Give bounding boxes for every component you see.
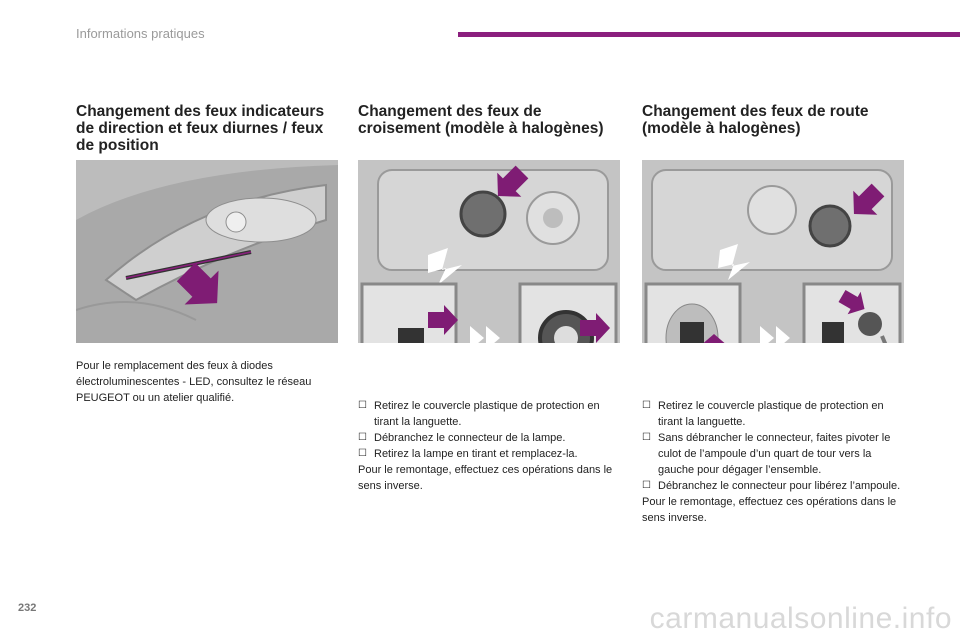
header-accent-bar <box>458 32 960 37</box>
checkbox-bullet-icon: ☐ <box>358 400 367 411</box>
page-header-title: Informations pratiques <box>76 26 205 41</box>
section-title: Changement des feux indicateurs de direc… <box>76 103 325 154</box>
instruction-item: ☐Retirez la lampe en tirant et remplacez… <box>358 448 578 460</box>
section-1-paragraph: Pour le remplacement des feux à diodes é… <box>76 360 312 404</box>
section-turn-signals: Changement des feux indicateurs de direc… <box>76 103 338 154</box>
headlamp-front-icon <box>76 160 338 343</box>
section-low-beam: Changement des feux de croisement (modèl… <box>358 103 620 137</box>
closing-note: Pour le remontage, effectuez ces opérati… <box>358 464 613 492</box>
checkbox-bullet-icon: ☐ <box>642 400 651 411</box>
closing-note: Pour le remontage, effectuez ces opérati… <box>642 496 897 524</box>
lowbeam-bulb-diagram-icon <box>358 160 620 343</box>
section-2-instructions: ☐Retirez le couvercle plastique de prote… <box>358 398 620 494</box>
checkbox-bullet-icon: ☐ <box>642 432 651 443</box>
instruction-item: ☐Retirez le couvercle plastique de prote… <box>642 400 884 428</box>
instruction-item: ☐Débranchez le connecteur de la lampe. <box>358 432 566 444</box>
highbeam-bulb-diagram-icon <box>642 160 904 343</box>
instruction-item: ☐Sans débrancher le connecteur, faites p… <box>642 432 891 476</box>
instruction-item: ☐Débranchez le connecteur pour libérez l… <box>642 480 901 492</box>
section-high-beam: Changement des feux de route (modèle à h… <box>642 103 904 137</box>
checkbox-bullet-icon: ☐ <box>358 448 367 459</box>
section-3-instructions: ☐Retirez le couvercle plastique de prote… <box>642 398 904 526</box>
instruction-item: ☐Retirez le couvercle plastique de prote… <box>358 400 600 428</box>
page-number: 232 <box>18 602 37 614</box>
section-title: Changement des feux de route (modèle à h… <box>642 103 869 137</box>
checkbox-bullet-icon: ☐ <box>358 432 367 443</box>
watermark: carmanualsonline.info <box>649 602 952 635</box>
checkbox-bullet-icon: ☐ <box>642 480 651 491</box>
section-title: Changement des feux de croisement (modèl… <box>358 103 604 137</box>
